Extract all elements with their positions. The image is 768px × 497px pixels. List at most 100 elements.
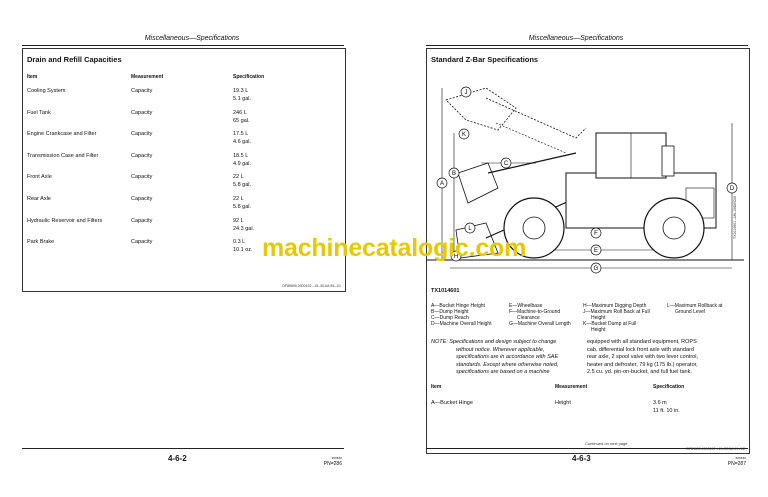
dim-marker-h: [450, 250, 462, 262]
table-title: Drain and Refill Capacities: [27, 55, 122, 64]
legend-c: C—Dump Reach: [431, 315, 469, 321]
legend-col4: L—Maximum Rollback at Ground Level: [667, 303, 723, 315]
dim-letter-j: J: [465, 90, 468, 96]
legend-l-cont: Ground Level: [675, 309, 706, 315]
row-item: Transmission Case and Filter: [27, 152, 99, 159]
note-line: specifications are based on a machine: [456, 369, 550, 375]
left-page: Miscellaneous—Specifications Drain and R…: [22, 35, 346, 467]
legend-h: H—Maximum Digging Depth: [583, 303, 647, 309]
note-line: equipped with all standard equipment, RO…: [587, 339, 697, 345]
legend-f-cont: Clearance: [517, 315, 540, 321]
note-right: equipped with all standard equipment, RO…: [587, 339, 698, 377]
row-item: Front Axle: [27, 174, 52, 181]
spec-imperial: 4.6 gal.: [233, 139, 252, 146]
col-measurement: Measurement: [555, 384, 588, 390]
spec-imperial: 5.8 gal.: [233, 204, 252, 210]
dim-marker-g: [590, 262, 602, 274]
spec-metric: 0.3 L: [233, 239, 246, 246]
section-title: Standard Z-Bar Specifications: [431, 55, 539, 64]
spec-metric: 3.6 m: [653, 400, 667, 406]
legend-k: K—Bucket Dump at Full: [583, 321, 637, 327]
spec-imperial: 11 ft. 10 in.: [653, 408, 680, 414]
dim-marker-c: [500, 157, 512, 169]
exhaust: [661, 145, 675, 177]
spec-imperial: 65 gal.: [233, 117, 250, 124]
rear-wheel: [643, 197, 705, 259]
row-measurement: Capacity: [131, 196, 153, 202]
raised-bucket: [445, 87, 517, 131]
legend-j-cont: Height: [591, 315, 606, 321]
legend-g: G—Machine Overall Length: [509, 321, 571, 327]
pn-line2: PN=287: [727, 461, 746, 467]
dim-marker-a: [436, 177, 448, 189]
legend-j: J—Maximum Roll Back at Full: [583, 309, 650, 315]
row-item: Park Brake: [27, 239, 55, 246]
dim-letter-d: D: [730, 186, 735, 192]
note-line: without notice. Wherever applicable,: [456, 346, 545, 353]
note-line: specifications are in accordance with SA…: [456, 354, 559, 360]
ground-bucket: [455, 222, 499, 259]
ref-code: DF89690,0000192 –19–30JUL99–1/2: [686, 447, 745, 451]
pn-block: xxxxxx PN=286: [300, 455, 342, 467]
legend-d: D—Machine Overall Height: [431, 321, 492, 327]
col-measurement: Measurement: [131, 74, 164, 80]
note-line: rear axle, 2 spool valve with two lever …: [587, 354, 698, 360]
raised-boom: [485, 97, 587, 139]
row-item: Hydraulic Reservoir and Filters: [27, 217, 103, 224]
row-measurement: Capacity: [131, 131, 153, 138]
spec-imperial: 5.8 gal.: [233, 182, 252, 189]
row-measurement: Capacity: [131, 239, 153, 246]
dim-letter-g: G: [594, 266, 599, 272]
legend-col3: H—Maximum Digging Depth J—Maximum Roll B…: [583, 303, 650, 333]
footer-rule: [22, 448, 344, 449]
pn-line1: xxxxxx: [331, 456, 343, 460]
row-measurement: Capacity: [131, 109, 153, 116]
raised-linkage: [495, 122, 567, 154]
spec-imperial: 24.3 gal.: [233, 225, 255, 232]
col-specification: Specification: [233, 74, 265, 80]
running-head: Miscellaneous—Specifications: [528, 35, 624, 42]
note-line: NOTE: Specifications and design subject …: [431, 339, 557, 345]
continued-note: Continued on next page: [585, 441, 628, 446]
col-item: Item: [431, 384, 442, 390]
running-head: Miscellaneous—Specifications: [144, 35, 240, 42]
legend-f: F—Machine-to-Ground: [509, 309, 561, 315]
spec-metric: 92 L: [233, 217, 244, 224]
spec-metric: 22 L: [233, 196, 244, 202]
note-line: heater and defroster, 79 kg (175 lb.) op…: [587, 361, 698, 368]
boom-arm: [487, 152, 577, 174]
dim-letter-b: B: [452, 171, 456, 177]
dim-letter-a: A: [440, 181, 444, 187]
spec-value: 3.6 m 11 ft. 10 in.: [653, 399, 680, 415]
dim-marker-l: [464, 222, 476, 234]
dim-marker-b: [448, 167, 460, 179]
rear-hub: [662, 216, 686, 240]
figure-id: TX1014601: [431, 288, 460, 294]
legend-k-cont: Height: [591, 327, 606, 333]
page-number: 4-6-2: [168, 454, 187, 463]
dim-letter-h: H: [454, 254, 458, 260]
row-measurement: Capacity: [131, 88, 153, 94]
spec-metric: 22 L: [233, 174, 244, 181]
row-item: Fuel Tank: [27, 109, 51, 116]
capacities-table: Drain and Refill Capacities Item Measure…: [22, 48, 346, 292]
legend-col1: A—Bucket Hinge Height B—Dump Height C—Du…: [431, 303, 492, 327]
dim-letter-c: C: [504, 161, 509, 167]
page-number: 4-6-3: [572, 454, 591, 463]
note-line: standards. Except where otherwise noted,: [456, 361, 559, 368]
col-specification: Specification: [653, 384, 685, 390]
note-left: NOTE: Specifications and design subject …: [431, 339, 558, 377]
pn-line1: xxxxxx: [735, 456, 747, 460]
dim-marker-d: [726, 182, 738, 194]
spec-metric: 18.5 L: [233, 152, 249, 159]
zbar-spec-box: Standard Z-Bar Specifications TX1014601 …: [426, 48, 750, 454]
pn-line2: PN=286: [323, 461, 342, 467]
right-page: Miscellaneous—Specifications Standard Z-…: [384, 0, 768, 497]
row-measurement: Capacity: [131, 217, 153, 224]
